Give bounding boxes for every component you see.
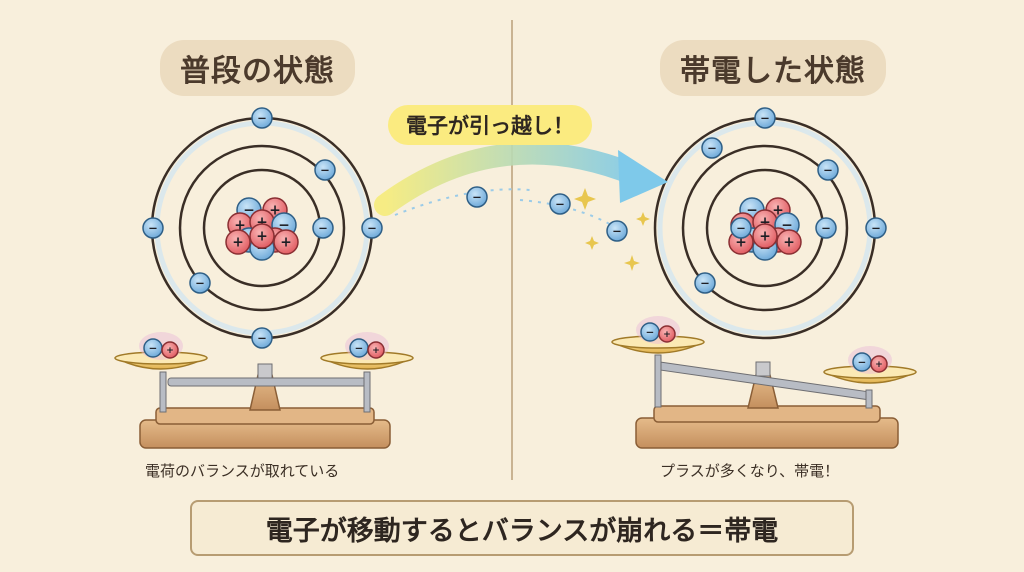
right-scale-right-pan-particles: −+	[848, 346, 892, 374]
moving-electron: −	[549, 193, 571, 215]
pan-electron: −	[143, 338, 163, 358]
svg-text:−: −	[760, 111, 770, 125]
svg-text:+: +	[256, 215, 268, 231]
svg-text:+: +	[783, 235, 795, 251]
pan-proton: +	[658, 325, 676, 343]
svg-text:−: −	[555, 197, 565, 211]
right-panel-title: 帯電した状態	[660, 40, 886, 96]
left-scale-right-pan-particles: −+	[345, 332, 389, 360]
svg-text:−: −	[781, 218, 793, 234]
transfer-label: 電子が引っ越し！	[388, 105, 592, 145]
svg-text:+: +	[759, 215, 771, 231]
svg-text:−: −	[707, 141, 717, 155]
pan-electron: −	[640, 322, 660, 342]
pan-proton: +	[161, 341, 179, 359]
right-atom: −+++−−+−+++ −−−−−−−	[653, 107, 887, 340]
left-panel-title: 普段の状態	[160, 40, 355, 96]
electron: −	[815, 217, 837, 239]
svg-text:−: −	[871, 221, 881, 235]
svg-text:+: +	[269, 203, 281, 219]
svg-text:+: +	[875, 359, 883, 370]
pan-electron: −	[852, 352, 872, 372]
svg-text:−: −	[278, 218, 290, 234]
svg-text:−: −	[367, 221, 377, 235]
svg-text:+: +	[234, 218, 246, 234]
electron: −	[817, 159, 839, 181]
transfer-arrow	[374, 142, 668, 231]
moving-electrons: − − −	[466, 186, 628, 242]
bottom-banner: 電子が移動するとバランスが崩れる＝帯電	[190, 500, 854, 556]
svg-text:−: −	[646, 326, 655, 338]
right-scale-left-pan-particles: −+	[636, 316, 680, 344]
electron: −	[251, 107, 273, 129]
electron: −	[701, 137, 723, 159]
svg-text:−: −	[858, 356, 867, 368]
svg-text:+: +	[256, 229, 268, 245]
svg-text:−: −	[195, 276, 205, 290]
left-electrons: − − − − − − −	[142, 107, 383, 349]
svg-text:+: +	[759, 229, 771, 245]
svg-text:−: −	[257, 111, 267, 125]
svg-text:+: +	[735, 235, 747, 251]
svg-text:−: −	[243, 203, 255, 219]
nucleus-proton: +	[249, 223, 275, 249]
electron: −	[312, 217, 334, 239]
electron: −	[314, 159, 336, 181]
pan-proton: +	[870, 355, 888, 373]
svg-text:+: +	[280, 235, 292, 251]
svg-text:−: −	[257, 331, 267, 345]
svg-text:−: −	[612, 224, 622, 238]
nucleus-proton: +	[225, 229, 251, 255]
svg-text:−: −	[746, 203, 758, 219]
right-orbit-middle	[681, 144, 849, 312]
pan-proton: +	[367, 341, 385, 359]
svg-text:−: −	[472, 190, 482, 204]
svg-text:+: +	[166, 345, 174, 356]
electron: −	[730, 217, 752, 239]
electron: −	[142, 217, 164, 239]
right-panel-caption: プラスが多くなり、帯電！	[660, 462, 840, 480]
nucleus-proton: +	[273, 229, 299, 255]
svg-text:−: −	[355, 342, 364, 354]
nucleus-proton: +	[752, 223, 778, 249]
right-balance-scale: −+ −+	[611, 316, 917, 449]
left-panel-caption: 電荷のバランスが取れている	[145, 462, 340, 480]
svg-text:+: +	[663, 329, 671, 340]
svg-text:−: −	[821, 221, 831, 235]
svg-text:+: +	[772, 203, 784, 219]
pan-electron: −	[349, 338, 369, 358]
electron: −	[754, 107, 776, 129]
svg-text:−: −	[736, 221, 746, 235]
electron: −	[361, 217, 383, 239]
electron: −	[865, 217, 887, 239]
nucleus-proton: +	[776, 229, 802, 255]
svg-text:−: −	[149, 342, 158, 354]
svg-text:−: −	[148, 221, 158, 235]
svg-text:−: −	[700, 276, 710, 290]
moving-electron: −	[606, 220, 628, 242]
left-nucleus: −+++−−+−+++	[225, 197, 299, 261]
left-balance-scale: −+ −+	[114, 332, 414, 449]
electron: −	[251, 327, 273, 349]
svg-text:+: +	[372, 345, 380, 356]
left-scale-left-pan-particles: −+	[139, 332, 183, 360]
svg-text:+: +	[232, 235, 244, 251]
electron: −	[694, 272, 716, 294]
electron: −	[189, 272, 211, 294]
left-orbit-middle	[178, 144, 346, 312]
right-nucleus: −+++−−+−+++	[728, 197, 802, 261]
right-electrons: −−−−−−−	[694, 107, 887, 294]
svg-text:−: −	[823, 163, 833, 177]
svg-text:−: −	[320, 163, 330, 177]
left-atom: −+++−−+−+++ −−−−−−−	[142, 107, 383, 349]
moving-electron: −	[466, 186, 488, 208]
svg-text:−: −	[318, 221, 328, 235]
sparkles	[574, 188, 650, 271]
